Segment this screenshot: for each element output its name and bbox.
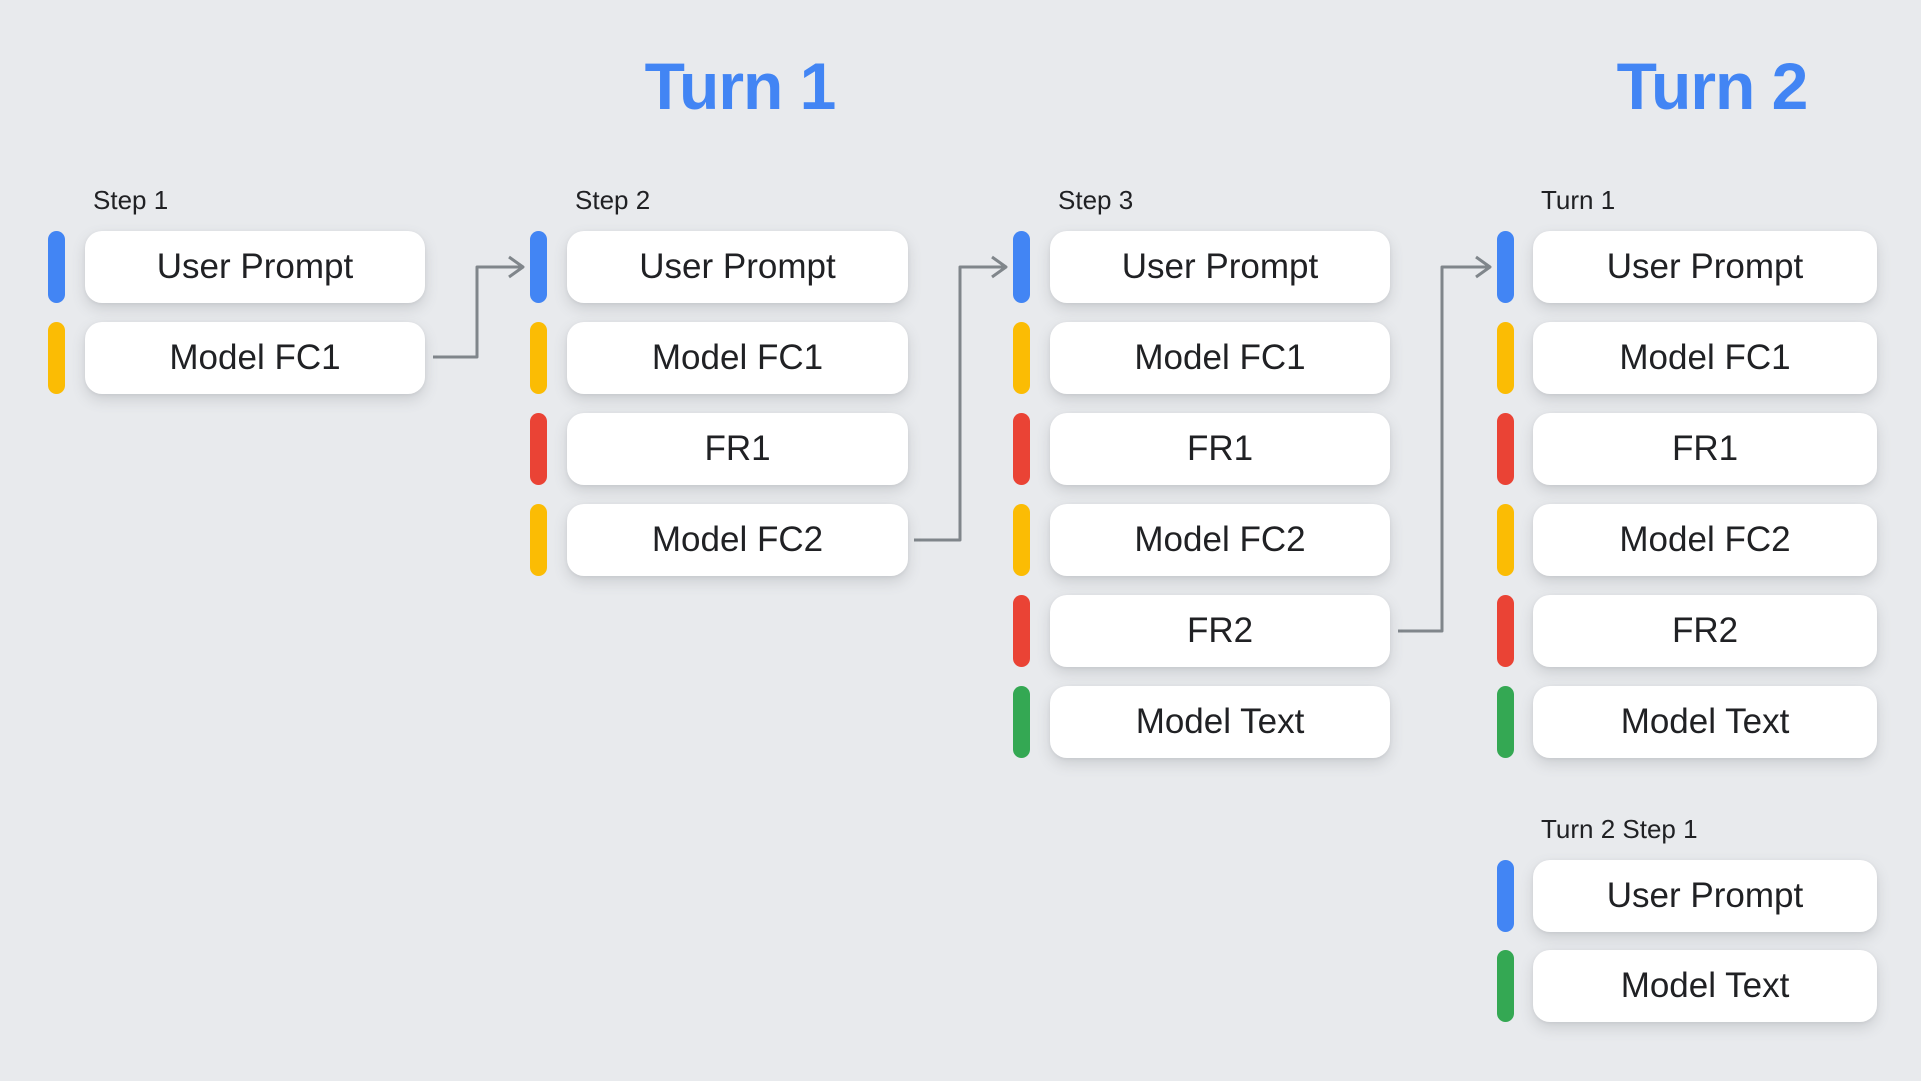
card-user-prompt: User Prompt — [1533, 860, 1877, 932]
card-model-text: Model Text — [1533, 686, 1877, 758]
arrow-connector-3 — [1398, 265, 1488, 633]
column-label-step-3-2: Step 3 — [1058, 185, 1134, 215]
user-prompt-color-bar — [530, 231, 547, 303]
model-text-color-bar — [1013, 686, 1030, 758]
model-fc1-color-bar — [48, 322, 65, 394]
user-prompt-color-bar — [1013, 231, 1030, 303]
card-fr1: FR1 — [1533, 413, 1877, 485]
fr1-color-bar — [1013, 413, 1030, 485]
user-prompt-color-bar — [1497, 231, 1514, 303]
card-fr1: FR1 — [567, 413, 908, 485]
card-model-fc1: Model FC1 — [85, 322, 425, 394]
card-fr1: FR1 — [1050, 413, 1390, 485]
column-label-step-2-1: Step 2 — [575, 185, 651, 215]
model-fc1-color-bar — [530, 322, 547, 394]
arrowhead-icon — [508, 255, 525, 279]
card-user-prompt: User Prompt — [85, 231, 425, 303]
card-fr2: FR2 — [1050, 595, 1390, 667]
model-fc2-color-bar — [1013, 504, 1030, 576]
card-model-fc1: Model FC1 — [1050, 322, 1390, 394]
fr1-color-bar — [1497, 413, 1514, 485]
card-model-fc2: Model FC2 — [1533, 504, 1877, 576]
card-model-fc2: Model FC2 — [1050, 504, 1390, 576]
model-fc2-color-bar — [530, 504, 547, 576]
turn-2-heading: Turn 2 — [1616, 49, 1809, 123]
arrow-connector-1 — [433, 265, 521, 359]
arrowhead-icon — [1475, 255, 1492, 279]
card-model-fc2: Model FC2 — [567, 504, 908, 576]
card-fr2: FR2 — [1533, 595, 1877, 667]
card-model-fc1: Model FC1 — [1533, 322, 1877, 394]
model-fc1-color-bar — [1497, 322, 1514, 394]
model-text-color-bar — [1497, 950, 1514, 1022]
user-prompt-color-bar — [48, 231, 65, 303]
model-fc1-color-bar — [1013, 322, 1030, 394]
card-model-text: Model Text — [1050, 686, 1390, 758]
column-label-turn-1-3: Turn 1 — [1541, 185, 1616, 215]
model-text-color-bar — [1497, 686, 1514, 758]
arrowhead-icon — [991, 255, 1008, 279]
column-label-turn-2-step-1-4: Turn 2 Step 1 — [1541, 814, 1698, 844]
card-model-fc1: Model FC1 — [567, 322, 908, 394]
arrow-connector-2 — [914, 265, 1004, 542]
fr2-color-bar — [1013, 595, 1030, 667]
column-label-step-1-0: Step 1 — [93, 185, 169, 215]
card-model-text: Model Text — [1533, 950, 1877, 1022]
card-user-prompt: User Prompt — [1533, 231, 1877, 303]
card-user-prompt: User Prompt — [567, 231, 908, 303]
model-fc2-color-bar — [1497, 504, 1514, 576]
turn-1-heading: Turn 1 — [644, 49, 837, 123]
fr1-color-bar — [530, 413, 547, 485]
fr2-color-bar — [1497, 595, 1514, 667]
card-user-prompt: User Prompt — [1050, 231, 1390, 303]
user-prompt-color-bar — [1497, 860, 1514, 932]
